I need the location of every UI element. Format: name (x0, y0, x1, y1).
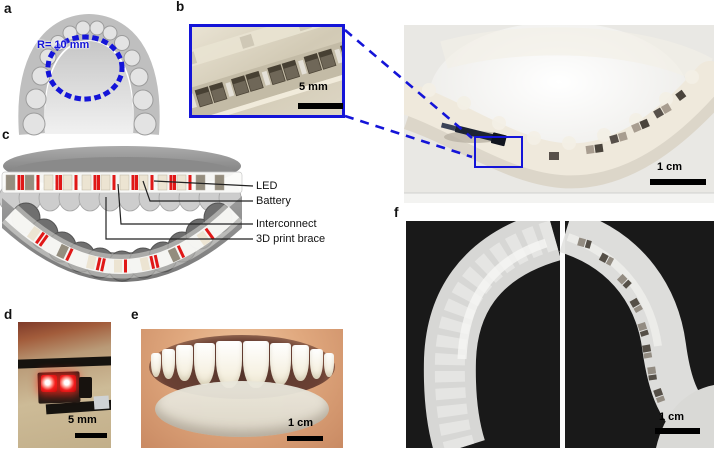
solder-pad (93, 395, 110, 410)
panel-d-scale-label: 5 mm (68, 414, 97, 426)
panel-c-letter: c (2, 127, 10, 142)
panel-f-letter: f (394, 205, 399, 220)
panel-a-arch-render: R= 10 mm (15, 12, 165, 137)
tooth (242, 341, 269, 388)
inset-scale-bar (298, 103, 343, 109)
callout-battery: Battery (256, 195, 291, 207)
panel-b-scale-bar (650, 179, 706, 185)
panel-d-led-photo: 5 mm (18, 322, 111, 448)
radius-annotation: R= 10 mm (37, 39, 90, 51)
tooth (291, 345, 309, 381)
panel-b-brace-photo: 1 cm (404, 25, 714, 203)
tooth (323, 353, 334, 377)
arch-render-drawing (18, 13, 160, 136)
panel-e-scale-bar (287, 436, 323, 441)
panel-a-letter: a (4, 1, 12, 16)
red-led-left (41, 375, 57, 392)
panel-e-scale-label: 1 cm (288, 417, 314, 429)
radius-circle (45, 34, 125, 102)
callout-interconnect: Interconnect (256, 218, 317, 230)
tooth (161, 349, 175, 379)
tooth (150, 353, 161, 377)
tooth (309, 349, 323, 379)
panel-b-inset-photo: 5 mm (189, 24, 345, 118)
panel-b-letter: b (176, 0, 185, 14)
circuit-strip (18, 356, 111, 369)
panel-f-scale-label: 1 cm (659, 411, 685, 423)
panel-d-letter: d (4, 307, 13, 322)
panel-e-letter: e (131, 307, 139, 322)
chip-component (79, 377, 92, 398)
tooth (175, 345, 193, 381)
callout-brace: 3D print brace (256, 233, 326, 245)
electronic-modules (577, 237, 666, 403)
panel-c-brace-render (0, 140, 250, 305)
panel-b-scale-label: 1 cm (657, 161, 683, 173)
panel-f-dual-photo: 1 cm (406, 221, 714, 448)
tooth (193, 343, 215, 385)
callout-led: LED (256, 180, 278, 192)
brace-render-drawing (0, 146, 243, 282)
lower-brace-aligner (155, 381, 329, 437)
tooth (269, 343, 291, 385)
zoom-region-box (474, 136, 523, 168)
panel-f-scale-bar (655, 428, 700, 434)
brace-photo-drawing (404, 25, 714, 203)
inset-scale-label: 5 mm (299, 81, 328, 93)
panel-e-smile-photo: 1 cm (141, 329, 343, 448)
red-led-right (60, 375, 76, 392)
upper-teeth-row (141, 341, 343, 388)
dual-photo-drawing (406, 221, 714, 448)
tooth (215, 341, 242, 388)
photo-divider (560, 221, 565, 448)
inset-photo-drawing (192, 27, 342, 115)
panel-d-scale-bar (75, 433, 107, 438)
